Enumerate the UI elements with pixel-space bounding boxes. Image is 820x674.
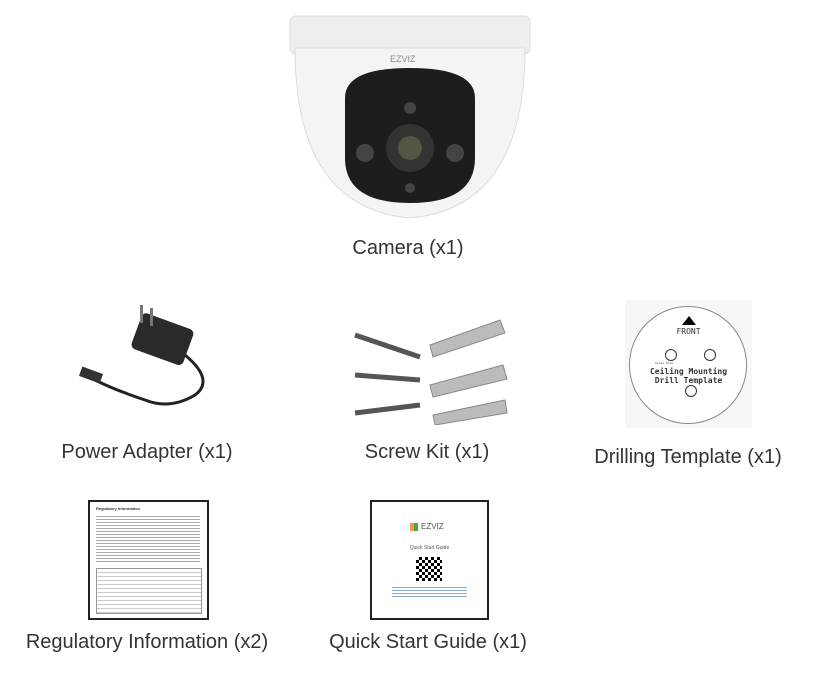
power-adapter-caption: Power Adapter (x1)	[61, 441, 233, 463]
screw-kit-image	[354, 319, 508, 425]
camera-logo: EZVIZ	[390, 54, 416, 64]
regulatory-information-image: Regulatory Information	[88, 500, 209, 620]
quick-start-guide-image: EZVIZ Quick Start Guide	[370, 500, 489, 620]
quick-start-guide-caption: Quick Start Guide (x1)	[329, 631, 527, 653]
drilling-template-caption: Drilling Template (x1)	[594, 446, 782, 468]
drilling-template-image: FRONT Screw hole Ceiling Mounting Drill …	[625, 300, 752, 428]
camera-caption: Camera (x1)	[352, 237, 464, 259]
screw-kit-caption: Screw Kit (x1)	[364, 441, 490, 463]
power-adapter-image	[78, 305, 205, 406]
regulatory-information-caption: Regulatory Information (x2)	[25, 631, 269, 653]
camera-image: EZVIZ	[289, 15, 531, 219]
